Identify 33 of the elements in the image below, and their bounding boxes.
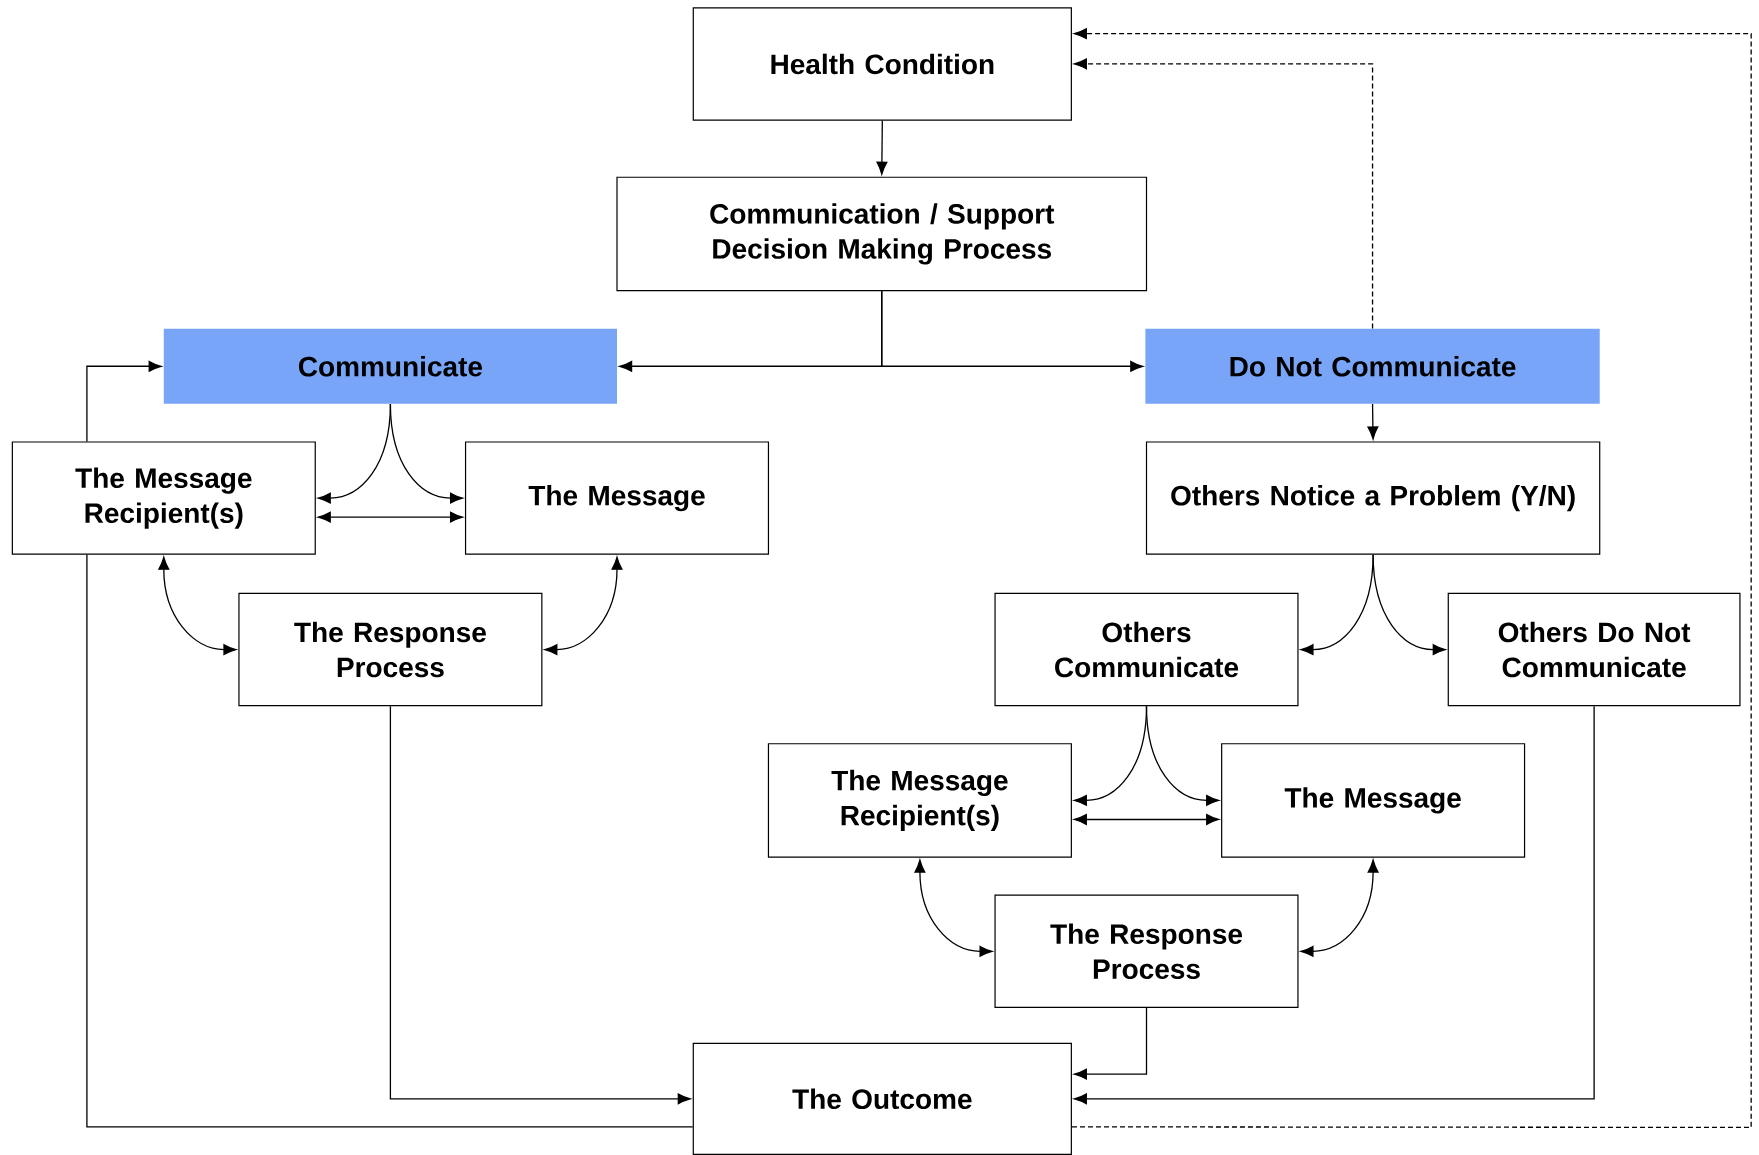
- process-box: The Message: [1221, 742, 1526, 858]
- arrow: [158, 556, 237, 655]
- arrow: [544, 556, 623, 655]
- process-box: Others Do Not Communicate: [1447, 592, 1741, 706]
- arrow: [1073, 813, 1220, 825]
- highlighted-box: Communicate: [163, 328, 617, 404]
- arrow: [1073, 705, 1595, 1105]
- arrow: [876, 119, 888, 175]
- connector-line: [86, 553, 694, 1128]
- arrow: [914, 859, 993, 957]
- process-box: Communication / Support Decision Making Process: [616, 176, 1148, 291]
- process-box: Others Notice a Problem (Y/N): [1145, 441, 1601, 555]
- process-box: Others Communicate: [994, 592, 1299, 706]
- arrow: [881, 290, 1144, 372]
- process-box: Health Condition: [692, 7, 1072, 121]
- arrow: [1071, 27, 1752, 1128]
- arrow: [1367, 403, 1379, 440]
- process-box: The Outcome: [692, 1042, 1072, 1155]
- highlighted-box: Do Not Communicate: [1145, 328, 1600, 404]
- process-box: The Message Recipient(s): [767, 742, 1072, 858]
- process-box: The Message: [464, 441, 770, 555]
- arrow: [1372, 553, 1446, 655]
- arrow: [1073, 1007, 1148, 1080]
- arrow: [1073, 58, 1374, 329]
- arrow: [1145, 705, 1220, 806]
- arrow: [389, 705, 691, 1105]
- arrow: [389, 403, 464, 504]
- arrow: [1300, 859, 1379, 957]
- arrow: [86, 360, 162, 442]
- process-box: The Response Process: [994, 894, 1299, 1008]
- process-box: The Response Process: [238, 592, 543, 706]
- arrow: [317, 511, 464, 523]
- process-box: The Message Recipient(s): [11, 441, 316, 555]
